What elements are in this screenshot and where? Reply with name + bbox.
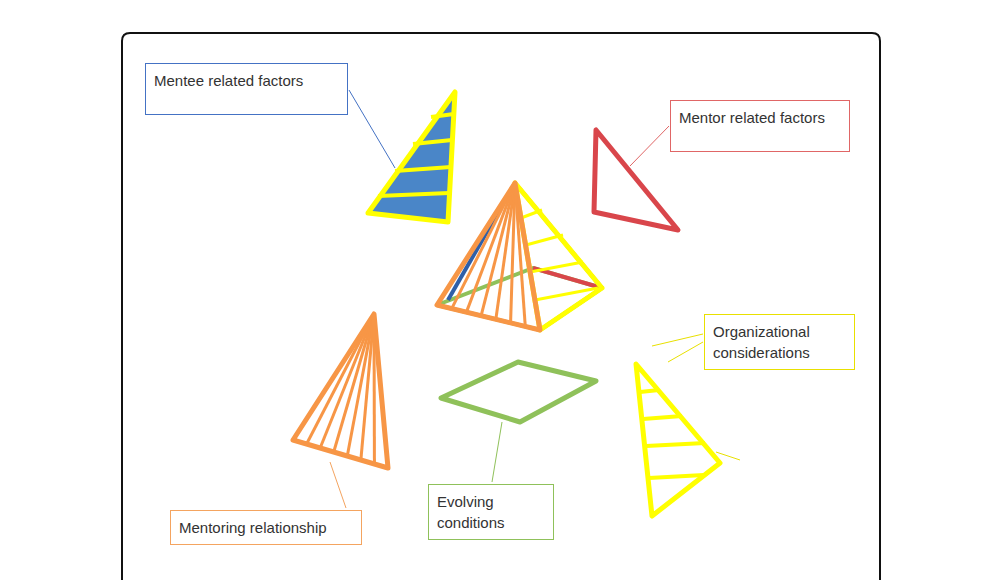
- central-pyramid: [437, 183, 602, 330]
- fan-stroke: [466, 183, 515, 312]
- mentee-label-box: Mentee related factors: [145, 63, 348, 115]
- mentor-triangle: [594, 130, 678, 230]
- fan-stroke: [515, 183, 525, 326]
- label-text: Mentee related factors: [154, 70, 339, 91]
- organization-label-box: Organizational considerations: [704, 314, 855, 370]
- fan-stroke: [361, 314, 374, 460]
- leader-lines: [330, 90, 740, 508]
- conditions-base: [441, 362, 596, 422]
- fan-stroke: [347, 314, 374, 456]
- frame: [122, 33, 880, 580]
- organization-triangle: [636, 364, 720, 516]
- mentee-triangle: [368, 92, 455, 222]
- relationship-triangle: [293, 314, 388, 468]
- fan-stroke: [511, 183, 515, 323]
- relationship-label-box: Mentoring relationship: [170, 510, 362, 545]
- conditions-label-box: Evolving conditions: [428, 484, 554, 540]
- label-text: Mentor related factors: [679, 107, 841, 128]
- label-text: Organizational considerations: [713, 321, 846, 363]
- fan-stroke: [320, 314, 374, 448]
- label-text: Evolving conditions: [437, 491, 545, 533]
- label-text: Mentoring relationship: [179, 517, 353, 538]
- fan-stroke: [373, 314, 376, 464]
- mentor-label-box: Mentor related factors: [670, 100, 850, 152]
